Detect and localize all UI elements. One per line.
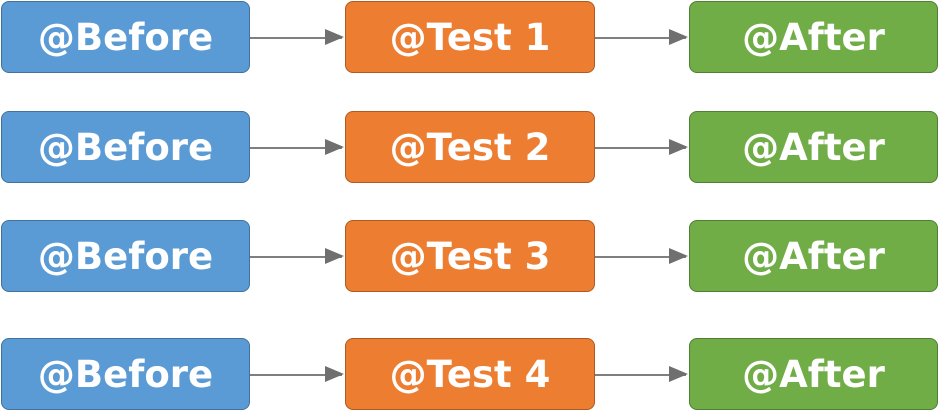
before-box: @Before [1,111,250,183]
test-row-3: @Before @Test 3 @After [0,220,940,294]
before-box: @Before [1,220,250,292]
arrow-right-icon [595,368,688,380]
after-box: @After [689,1,938,73]
arrow-right-icon [250,250,344,262]
arrow-right-icon [595,141,688,153]
after-box: @After [689,111,938,183]
test-box: @Test 1 [345,1,595,73]
arrow-right-icon [250,141,344,153]
arrow-right-icon [250,31,344,43]
test-row-2: @Before @Test 2 @After [0,111,940,185]
before-box: @Before [1,338,250,410]
arrow-right-icon [595,31,688,43]
arrow-right-icon [595,250,688,262]
test-box: @Test 4 [345,338,595,410]
arrow-right-icon [250,368,344,380]
test-box: @Test 2 [345,111,595,183]
test-box: @Test 3 [345,220,595,292]
after-box: @After [689,338,938,410]
after-box: @After [689,220,938,292]
before-box: @Before [1,1,250,73]
test-row-1: @Before @Test 1 @After [0,1,940,75]
test-row-4: @Before @Test 4 @After [0,338,940,412]
